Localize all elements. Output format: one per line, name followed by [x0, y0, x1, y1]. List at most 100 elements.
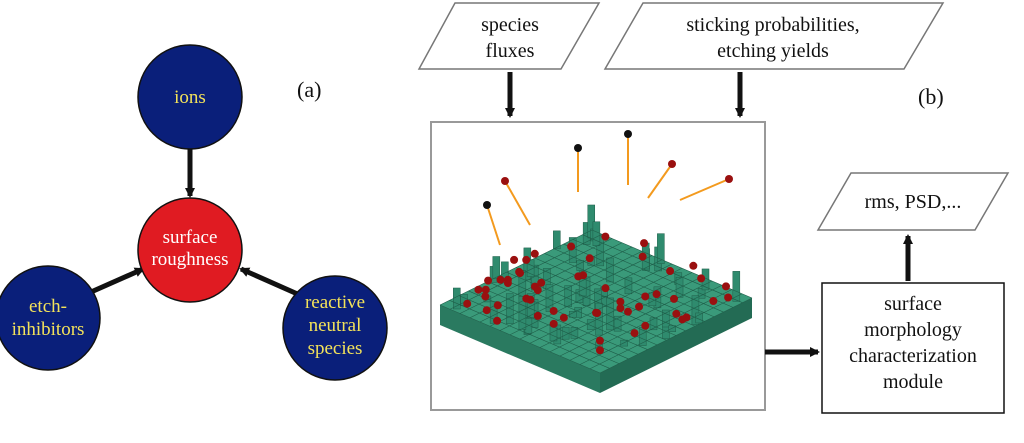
module-line1: surface: [884, 293, 942, 315]
surface-particle: [672, 309, 681, 318]
surface-particle: [641, 292, 650, 301]
lattice-grid-line: [582, 234, 743, 303]
surface-particle: [616, 304, 625, 313]
incoming-particle: [483, 201, 491, 209]
lattice-column: [564, 285, 572, 307]
particles: [463, 130, 733, 355]
surface-particle: [616, 297, 625, 306]
surface-particle: [724, 293, 733, 302]
input-prob-line2: etching yields: [717, 40, 829, 62]
lattice-column: [576, 260, 585, 271]
input-fluxes-line2: fluxes: [486, 40, 535, 62]
particle-trail: [647, 163, 673, 199]
input-fluxes-line1: species: [481, 14, 539, 36]
surface-particle: [482, 306, 491, 315]
surface-particle: [533, 286, 542, 295]
lattice-column: [620, 339, 628, 347]
lattice-grid-line: [525, 262, 686, 332]
node-surface-roughness: [137, 197, 243, 303]
module-line2: morphology: [864, 319, 962, 341]
surface-particle: [463, 299, 472, 308]
lattice-column: [657, 233, 665, 264]
lattice-column: [675, 277, 684, 298]
surface-particle: [595, 346, 604, 355]
lattice-column: [732, 271, 741, 302]
surface-particle: [593, 309, 602, 318]
lattice-column: [613, 315, 622, 332]
surface-particle: [709, 297, 718, 306]
incoming-particle: [574, 144, 582, 152]
surface-particle: [496, 275, 505, 284]
surface-particle: [510, 255, 519, 264]
lattice-column: [545, 284, 554, 312]
node-neutral-line3: species: [308, 338, 363, 359]
lattice-grid-line: [539, 272, 693, 348]
node-neutral-line2: neutral: [309, 315, 362, 336]
panel-a: (a) ions surface roughness etch- inhibit…: [0, 44, 388, 381]
node-inhibitors-line1: etch-: [29, 296, 67, 317]
surface-particle: [721, 282, 730, 291]
module-box: [821, 282, 1005, 414]
node-inhibitors-line2: inhibitors: [12, 319, 85, 340]
surface-particle: [678, 315, 687, 324]
surface-particle: [689, 261, 698, 270]
node-roughness-line1: surface: [163, 227, 218, 248]
surface-particle: [484, 276, 493, 285]
surface-particle: [559, 313, 568, 322]
lattice-grid-line: [515, 267, 677, 336]
arrow-neutral-to-roughness: [239, 266, 304, 299]
surface-particle: [549, 319, 558, 328]
surface-particle: [652, 290, 661, 299]
panel-b-tag: (b): [918, 84, 944, 109]
surface-particle: [623, 307, 632, 316]
output-label: rms, PSD,...: [865, 191, 962, 213]
incoming-particle: [624, 130, 632, 138]
node-roughness-line2: roughness: [151, 249, 228, 270]
surface-particle: [533, 311, 542, 320]
surface-particle: [641, 321, 650, 330]
lattice-front-face: [440, 305, 600, 393]
surface-particle: [516, 269, 525, 278]
surface-particle: [635, 302, 644, 311]
node-etch-inhibitors: [0, 265, 101, 371]
surface-particle: [522, 294, 531, 303]
surface-particle: [537, 278, 546, 287]
lattice-column: [668, 325, 676, 332]
surface-particle: [522, 255, 531, 264]
surface-particle: [601, 284, 610, 293]
lattice-grid-line: [599, 297, 753, 374]
lattice-column: [697, 287, 706, 299]
lattice-grid-line: [572, 239, 734, 308]
output-rms-psd: [816, 172, 1010, 231]
node-ions-label: ions: [174, 87, 206, 108]
lattice-column: [606, 297, 614, 331]
surface-particle: [481, 285, 490, 294]
lattice-grid-line: [544, 253, 705, 322]
surface-particle: [640, 239, 649, 248]
input-prob-line1: sticking probabilities,: [686, 14, 859, 36]
surface-particle: [493, 301, 502, 310]
incoming-particle: [668, 160, 676, 168]
panel-a-tag: (a): [297, 77, 321, 102]
module-line3: characterization: [849, 345, 977, 367]
lattice-column: [595, 302, 603, 336]
lattice-grid-line: [559, 280, 713, 357]
lattice-column: [586, 319, 595, 330]
surface-particle: [585, 254, 594, 263]
lattice-grid-line: [534, 257, 696, 327]
lattice-column: [553, 230, 561, 250]
lattice-column: [492, 256, 501, 279]
incoming-particle: [725, 175, 733, 183]
lattice-grid-line: [553, 248, 715, 318]
lattice-column: [569, 311, 577, 318]
lattice-column: [661, 309, 670, 328]
lattice-grid-line: [589, 293, 743, 370]
lattice-column: [606, 257, 614, 283]
surface-particle: [567, 242, 576, 251]
surface-particle: [630, 329, 639, 338]
surface-particle: [503, 279, 512, 288]
panel-b: (b) species fluxes sticking probabilitie…: [417, 2, 1010, 414]
surface-particle: [670, 294, 679, 303]
input-species-fluxes: [417, 2, 601, 70]
